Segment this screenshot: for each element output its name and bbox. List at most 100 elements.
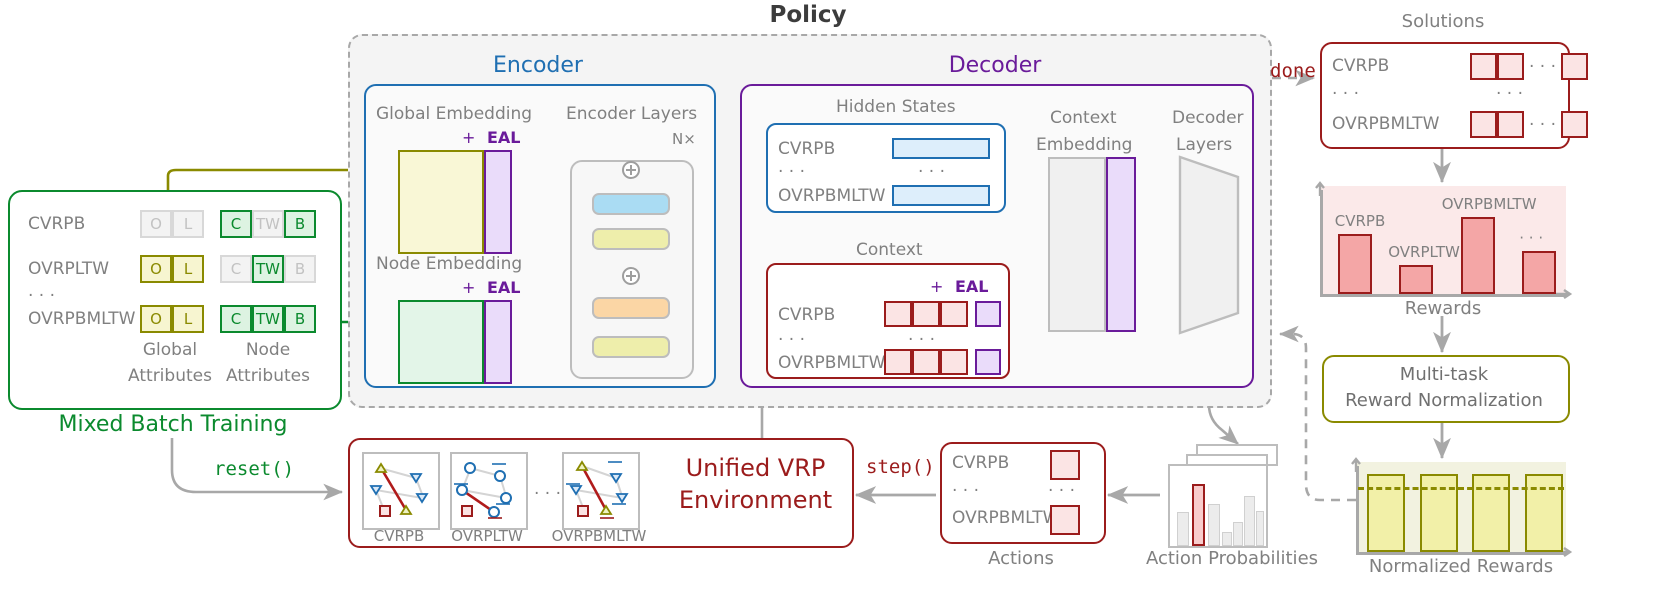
node-attributes-label-2: Attributes [226,366,310,386]
rewards-y-axis-arrow [1315,181,1325,196]
vrp-instance-caption-1: OVRPLTW [451,527,523,545]
node-attr-cell: B [284,255,316,283]
decoder-layers-label-2: Layers [1176,135,1233,155]
node-embedding-label: Node Embedding [376,254,523,274]
context-row-label-2: OVRPBMLTW [778,353,886,373]
actions-row-label-1: · · · [952,481,980,501]
node-attr-cell: TW [252,255,284,283]
context-row-label-0: CVRPB [778,305,836,325]
step-label: step() [866,456,935,478]
context-row-label-1: · · · [778,330,806,350]
normalized-rewards-caption: Normalized Rewards [1368,556,1554,577]
normalized-x-axis [1356,552,1566,555]
global-attr-cell: O [140,255,172,283]
mbt-row-label-1: OVRPLTW [28,259,110,279]
encoder-layers-label: Encoder Layers [566,104,698,124]
action-probabilities-caption: Action Probabilities [1145,548,1319,569]
context-cells-row-2 [884,349,1001,375]
rewards-bar-label: OVRPBMLTW [1441,195,1537,214]
context-cell [940,349,968,375]
mixed-batch-training-title: Mixed Batch Training [58,412,288,437]
rewards-y-axis [1320,190,1323,296]
mbt-node-cells-1: C TW B [220,255,316,283]
node-attr-cell: C [220,210,252,238]
context-cell [912,349,940,375]
action-prob-bar-4 [1233,522,1243,546]
normalized-rewards-bar [1419,473,1458,552]
mbt-node-cells-2: C TW B [220,305,316,333]
global-attributes-label-2: Attributes [128,366,212,386]
vrp-instance-caption-2: OVRPBMLTW [551,527,647,545]
solutions-row-label-2: OVRPBMLTW [1332,114,1440,134]
rewards-bar-label: OVRPLTW [1388,243,1460,262]
eal-plus-sign-3: + [930,277,944,296]
actions-caption: Actions [988,548,1054,569]
env-title-line2: Environment [678,486,833,515]
eal-plus-sign-2: + [462,278,476,297]
solution-cell [1497,53,1524,80]
vrp-instance-thumbnail-0 [362,452,440,530]
multi-task-reward-normalization-box [1322,355,1570,423]
node-attributes-label: Node [245,340,291,360]
context-eal-cell [975,349,1001,375]
global-attr-cell: O [140,305,172,333]
solution-cells-ellipsis: · · · [1529,56,1557,77]
context-label: Context [856,240,923,260]
normalized-x-axis-arrow [1556,547,1573,557]
rewards-x-axis-arrow [1556,289,1573,299]
residual-add-icon-2 [622,267,640,285]
decoder-layers-label: Decoder [1172,108,1244,128]
rewards-bar [1460,217,1495,294]
node-attr-cell: C [220,255,252,283]
context-embedding-label-2: Embedding [1036,135,1133,155]
hidden-row-ellipsis: · · · [918,162,946,182]
vrp-instance-thumbnail-2 [562,452,640,530]
actions-row-label-0: CVRPB [952,453,1010,473]
actions-row-label-2: OVRPBMLTW [952,508,1060,528]
node-attr-cell: TW [252,305,284,333]
rewards-bar [1522,250,1557,294]
action-prob-bar-0 [1177,512,1189,546]
context-cell [912,301,940,327]
action-prob-bar-2 [1208,504,1220,546]
mtn-line-2: Reward Normalization [1345,390,1543,412]
solutions-cells-row-0: · · · [1470,53,1589,80]
node-attr-cell: C [220,305,252,333]
global-attributes-label: Global [142,340,198,360]
mbt-global-cells-0: O L [140,210,204,238]
encoder-repeat-label: N× [672,130,696,148]
decoder-layers-shape [1178,155,1240,335]
node-embedding-eal-tag: + EAL [462,278,521,297]
solutions-row-ellipsis: · · · [1496,84,1524,104]
global-embedding-block [398,150,512,254]
global-embedding-label: Global Embedding [376,104,533,124]
context-cell [940,301,968,327]
global-attr-cell: L [172,210,204,238]
solution-cell [1497,111,1524,138]
residual-add-icon-1 [622,161,640,179]
action-prob-bar-selected [1192,484,1205,546]
hidden-state-bar-0 [892,138,990,159]
action-prob-bar-6 [1256,511,1264,546]
rewards-caption: Rewards [1404,298,1482,319]
solutions-caption: Solutions [1401,11,1485,32]
context-eal-cell [975,301,1001,327]
rewards-bar [1337,234,1372,294]
hidden-row-label-0: CVRPB [778,139,836,159]
context-eal-tag: + EAL [930,277,989,296]
action-cell-0 [1050,450,1080,480]
node-embedding-eal-bar [484,300,512,384]
node-attr-cell: TW [252,210,284,238]
normalized-rewards-bar [1524,473,1563,552]
done-label: done [1270,60,1316,82]
vrp-instance-caption-0: CVRPB [373,527,425,545]
normalized-y-axis-arrow [1351,457,1361,472]
vrp-instance-thumbnail-1 [450,452,528,530]
encoder-layer-norm-1 [592,228,670,250]
hidden-state-bar-2 [892,185,990,206]
normalized-rewards-bar [1472,473,1511,552]
rewards-bar-label: CVRPB [1334,212,1386,231]
solution-cell [1561,111,1589,138]
normalized-reference-line [1358,487,1564,490]
